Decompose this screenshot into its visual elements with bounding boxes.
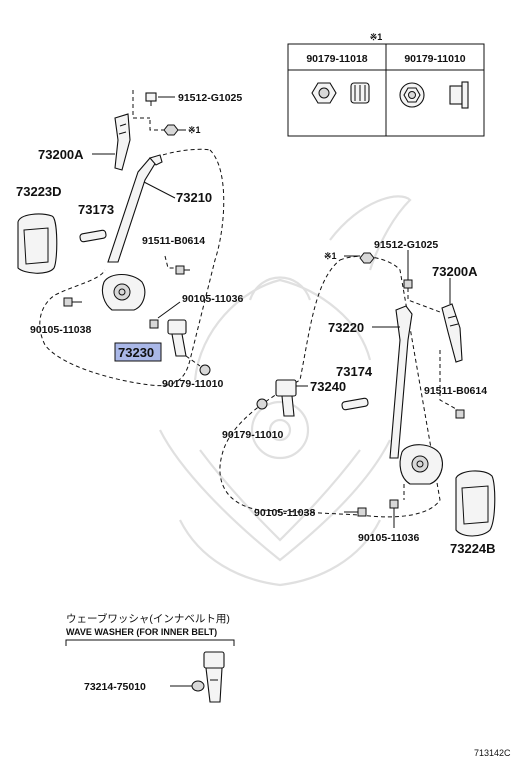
label-73210[interactable]: 73210 xyxy=(176,190,212,205)
label-73220[interactable]: 73220 xyxy=(328,320,364,335)
label-73214-75010[interactable]: 73214-75010 xyxy=(84,681,146,693)
wave-washer-title-en: WAVE WASHER (FOR INNER BELT) xyxy=(66,627,217,637)
bolt-91511-left xyxy=(175,265,185,275)
label-90105-11038-left[interactable]: 90105-11038 xyxy=(30,324,91,336)
bolt-90105-11036-right xyxy=(389,499,399,509)
label-73224B[interactable]: 73224B xyxy=(450,541,496,556)
label-73230[interactable]: 73230 xyxy=(118,345,154,360)
height-adjuster-right xyxy=(441,303,463,363)
bolt-91512-right xyxy=(403,279,413,289)
cover-73223D xyxy=(17,213,58,274)
nut-90179-right xyxy=(256,398,268,410)
flange-nut-front-icon xyxy=(399,82,425,108)
nut-side-icon xyxy=(350,82,370,104)
label-90105-11036-left[interactable]: 90105-11036 xyxy=(182,293,243,305)
table-header-90179-11018: 90179-11018 xyxy=(306,53,367,65)
belt-73210 xyxy=(107,154,176,263)
watermark-emblem xyxy=(159,195,412,587)
bolt-90105-11038-left xyxy=(63,297,73,307)
label-73173[interactable]: 73173 xyxy=(78,202,114,217)
label-73240[interactable]: 73240 xyxy=(310,379,346,394)
bolt-90105-11036-left xyxy=(149,319,159,329)
table-note-mark: ※1 xyxy=(370,32,383,42)
label-91511-left[interactable]: 91511-B0614 xyxy=(142,235,205,247)
label-91512-top[interactable]: 91512-G1025 xyxy=(178,92,242,104)
wave-washer-title-jp: ウェーブワッシャ(インナベルト用) xyxy=(66,612,230,625)
label-90105-11038-right[interactable]: 90105-11038 xyxy=(254,507,315,519)
nut-table: 90179-11018 90179-11010 xyxy=(287,43,485,137)
label-91512-right[interactable]: 91512-G1025 xyxy=(374,239,438,251)
wave-washer-icon xyxy=(191,680,205,692)
label-note-top: ※1 xyxy=(188,125,201,135)
figure-code: 713142C xyxy=(474,748,511,758)
bolt-90105-11038-right xyxy=(357,507,367,517)
cover-73224B xyxy=(455,470,496,537)
retractor-right xyxy=(399,444,443,485)
wave-washer-inset: ウェーブワッシャ(インナベルト用) WAVE WASHER (FOR INNER… xyxy=(65,612,235,703)
right-seat-assembly xyxy=(219,250,496,537)
label-73223D[interactable]: 73223D xyxy=(16,184,62,199)
flange-nut-side-icon xyxy=(449,81,469,109)
buckle-73230 xyxy=(167,319,187,357)
belt-73220 xyxy=(372,305,413,459)
table-header-90179-11010: 90179-11010 xyxy=(404,53,465,65)
height-adjuster-left xyxy=(114,113,131,171)
nut-front-icon xyxy=(311,82,337,104)
left-seat-assembly xyxy=(17,90,225,387)
label-90105-11036-right[interactable]: 90105-11036 xyxy=(358,532,419,544)
guide-73174 xyxy=(341,397,369,411)
label-90179-11010-left[interactable]: 90179-11010 xyxy=(162,378,223,390)
tongue-73240 xyxy=(275,379,297,417)
bolt-91512-top xyxy=(145,92,157,106)
nut-top-right xyxy=(359,252,375,264)
label-73200A-right[interactable]: 73200A xyxy=(432,264,478,279)
label-73174[interactable]: 73174 xyxy=(336,364,373,379)
label-note-right: ※1 xyxy=(324,251,337,261)
label-73200A-left[interactable]: 73200A xyxy=(38,147,84,162)
nut-top-left xyxy=(163,124,179,136)
retractor-left xyxy=(101,273,146,311)
nut-90179-left xyxy=(199,364,211,376)
inner-belt-icon xyxy=(203,651,225,703)
guide-73173 xyxy=(79,229,107,243)
label-90179-11010-right[interactable]: 90179-11010 xyxy=(222,429,283,441)
highlight-73230 xyxy=(114,342,162,362)
label-91511-right[interactable]: 91511-B0614 xyxy=(424,385,487,397)
bolt-91511-right xyxy=(455,409,465,419)
